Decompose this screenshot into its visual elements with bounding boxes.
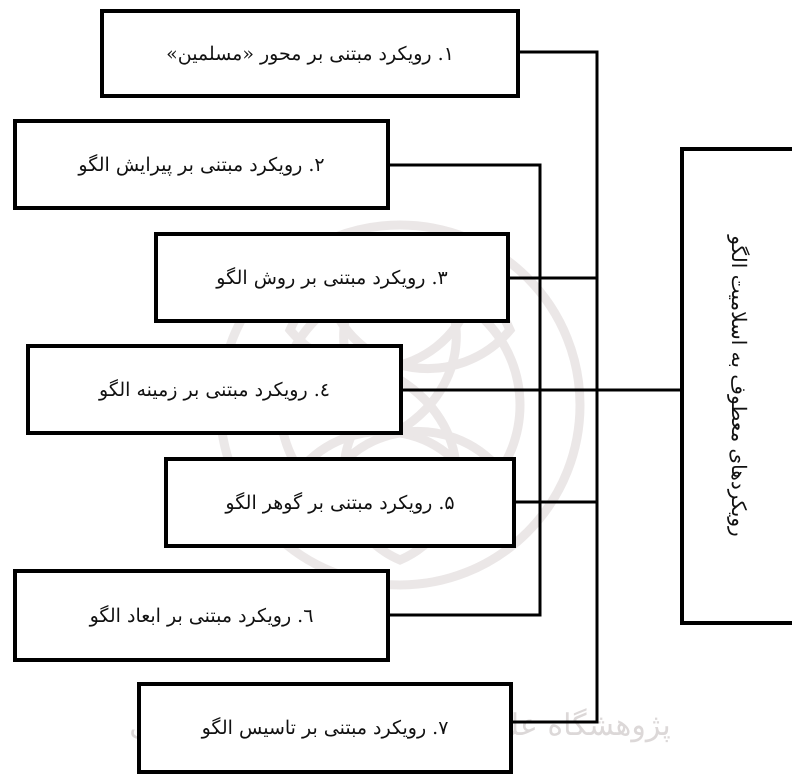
approach-label-2: ۲. رویکرد مبتنی بر پیرایش الگو (78, 153, 325, 176)
approach-box-3: ۳. رویکرد مبتنی بر روش الگو (154, 232, 510, 323)
approach-box-2: ۲. رویکرد مبتنی بر پیرایش الگو (13, 119, 390, 210)
main-concept-box: رویکردهای معطوف به اسلامیت الگو (680, 147, 792, 625)
approach-label-5: ۵. رویکرد مبتنی بر گوهر الگو (225, 491, 455, 514)
approach-label-1: ۱. رویکرد مبتنی بر محور «مسلمین» (166, 42, 454, 65)
approach-label-7: ۷. رویکرد مبتنی بر تاسیس الگو (201, 717, 449, 739)
approach-box-7: ۷. رویکرد مبتنی بر تاسیس الگو (137, 682, 513, 774)
approach-label-4: ٤. رویکرد مبتنی بر زمینه الگو (99, 378, 330, 401)
approach-box-6: ٦. رویکرد مبتنی بر ابعاد الگو (13, 569, 390, 662)
approach-box-5: ۵. رویکرد مبتنی بر گوهر الگو (164, 457, 516, 548)
approach-label-3: ۳. رویکرد مبتنی بر روش الگو (216, 266, 448, 289)
main-concept-label: رویکردهای معطوف به اسلامیت الگو (727, 235, 751, 537)
approach-box-1: ۱. رویکرد مبتنی بر محور «مسلمین» (100, 9, 520, 98)
approach-label-6: ٦. رویکرد مبتنی بر ابعاد الگو (89, 604, 314, 627)
approach-box-4: ٤. رویکرد مبتنی بر زمینه الگو (26, 344, 403, 435)
